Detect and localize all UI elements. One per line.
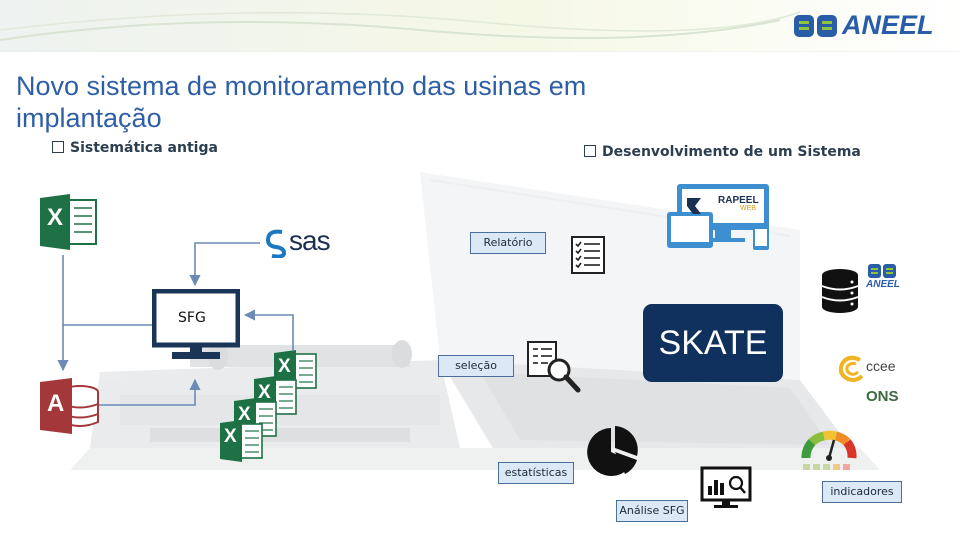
sas-logo-text: sas [289,225,330,257]
aneel-small-logo-icon [868,263,898,279]
checklist-icon [571,236,605,274]
indicadores-label: indicadores [822,481,902,503]
database-icon [820,268,860,314]
gauge-icon [800,428,858,472]
relatorio-label: Relatório [470,232,546,254]
rapeel-devices-icon [665,182,777,252]
excel-icon: X [40,194,98,250]
excel-file-icon: X [220,420,264,462]
pie-chart-icon [585,426,639,478]
access-letter: A [47,390,64,418]
sfg-label: SFG [178,310,206,326]
ccee-logo-icon [838,354,864,382]
sas-logo-icon [262,228,290,258]
document-search-icon [526,340,582,396]
analytics-monitor-icon [700,466,752,510]
ons-logo-text: ONS [866,388,899,405]
excel-letter: X [47,204,63,232]
skate-box: SKATE [643,304,783,382]
ccee-logo-text: ccee [866,358,896,374]
analise-sfg-label: Análise SFG [616,500,688,522]
excel-letter: X [224,426,237,448]
excel-letter: X [278,356,291,378]
aneel-small-logo-text: ANEEL [866,279,900,290]
access-icon: A [40,378,102,434]
selecao-label: seleção [438,355,514,377]
rapeel-logo-subtext: WEB [740,205,756,212]
estatisticas-label: estatísticas [498,462,574,484]
